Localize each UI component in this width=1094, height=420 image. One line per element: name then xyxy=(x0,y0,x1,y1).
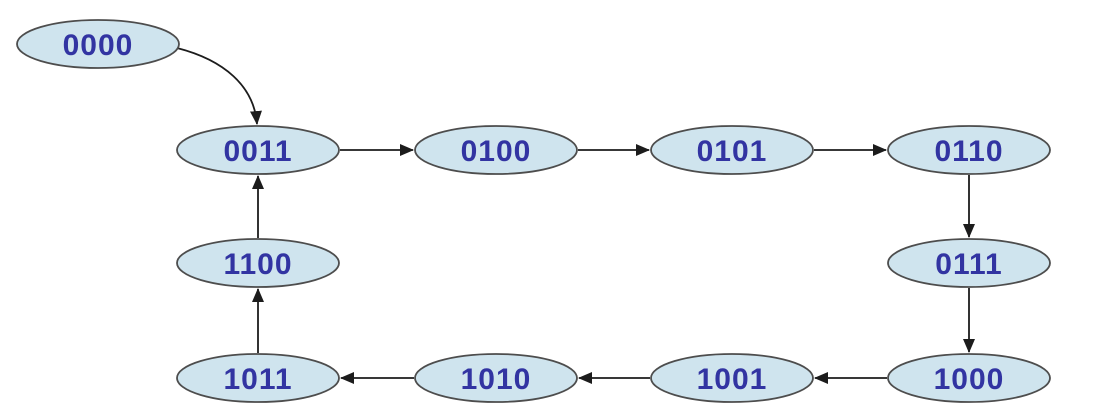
state-ellipse xyxy=(887,125,1051,175)
transitions-layer xyxy=(176,47,975,384)
state-ellipse xyxy=(176,353,340,403)
state-label: 0111 xyxy=(935,248,1002,281)
state-label: 0000 xyxy=(63,29,134,62)
state-label: 0101 xyxy=(697,135,768,168)
state-label: 1001 xyxy=(697,363,768,396)
state-label: 1010 xyxy=(461,363,532,396)
state-node-1001: 1001 xyxy=(650,353,814,403)
state-node-0000: 0000 xyxy=(16,19,180,69)
states-layer: 0000 0011 0100 0101 0110 1100 0111 1011 1010 1001… xyxy=(16,19,1051,403)
transition-arrow-0000-0011 xyxy=(176,47,262,125)
state-ellipse xyxy=(887,238,1051,288)
state-node-0100: 0100 xyxy=(414,125,578,175)
state-ellipse xyxy=(414,125,578,175)
state-ellipse xyxy=(176,238,340,288)
state-node-0110: 0110 xyxy=(887,125,1051,175)
state-label: 0110 xyxy=(934,135,1003,168)
state-label: 0100 xyxy=(461,135,532,168)
state-ellipse xyxy=(650,353,814,403)
state-node-0111: 0111 xyxy=(887,238,1051,288)
state-node-1011: 1011 xyxy=(176,353,340,403)
state-label: 0011 xyxy=(223,135,292,168)
state-node-1100: 1100 xyxy=(176,238,340,288)
state-label: 1000 xyxy=(934,363,1005,396)
state-ellipse xyxy=(176,125,340,175)
state-node-0011: 0011 xyxy=(176,125,340,175)
state-node-1000: 1000 xyxy=(887,353,1051,403)
state-ellipse xyxy=(887,353,1051,403)
state-ellipse xyxy=(414,353,578,403)
state-ellipse xyxy=(16,19,180,69)
state-label: 1011 xyxy=(223,363,292,396)
state-node-0101: 0101 xyxy=(650,125,814,175)
state-label: 1100 xyxy=(223,248,292,281)
state-ellipse xyxy=(650,125,814,175)
state-node-1010: 1010 xyxy=(414,353,578,403)
